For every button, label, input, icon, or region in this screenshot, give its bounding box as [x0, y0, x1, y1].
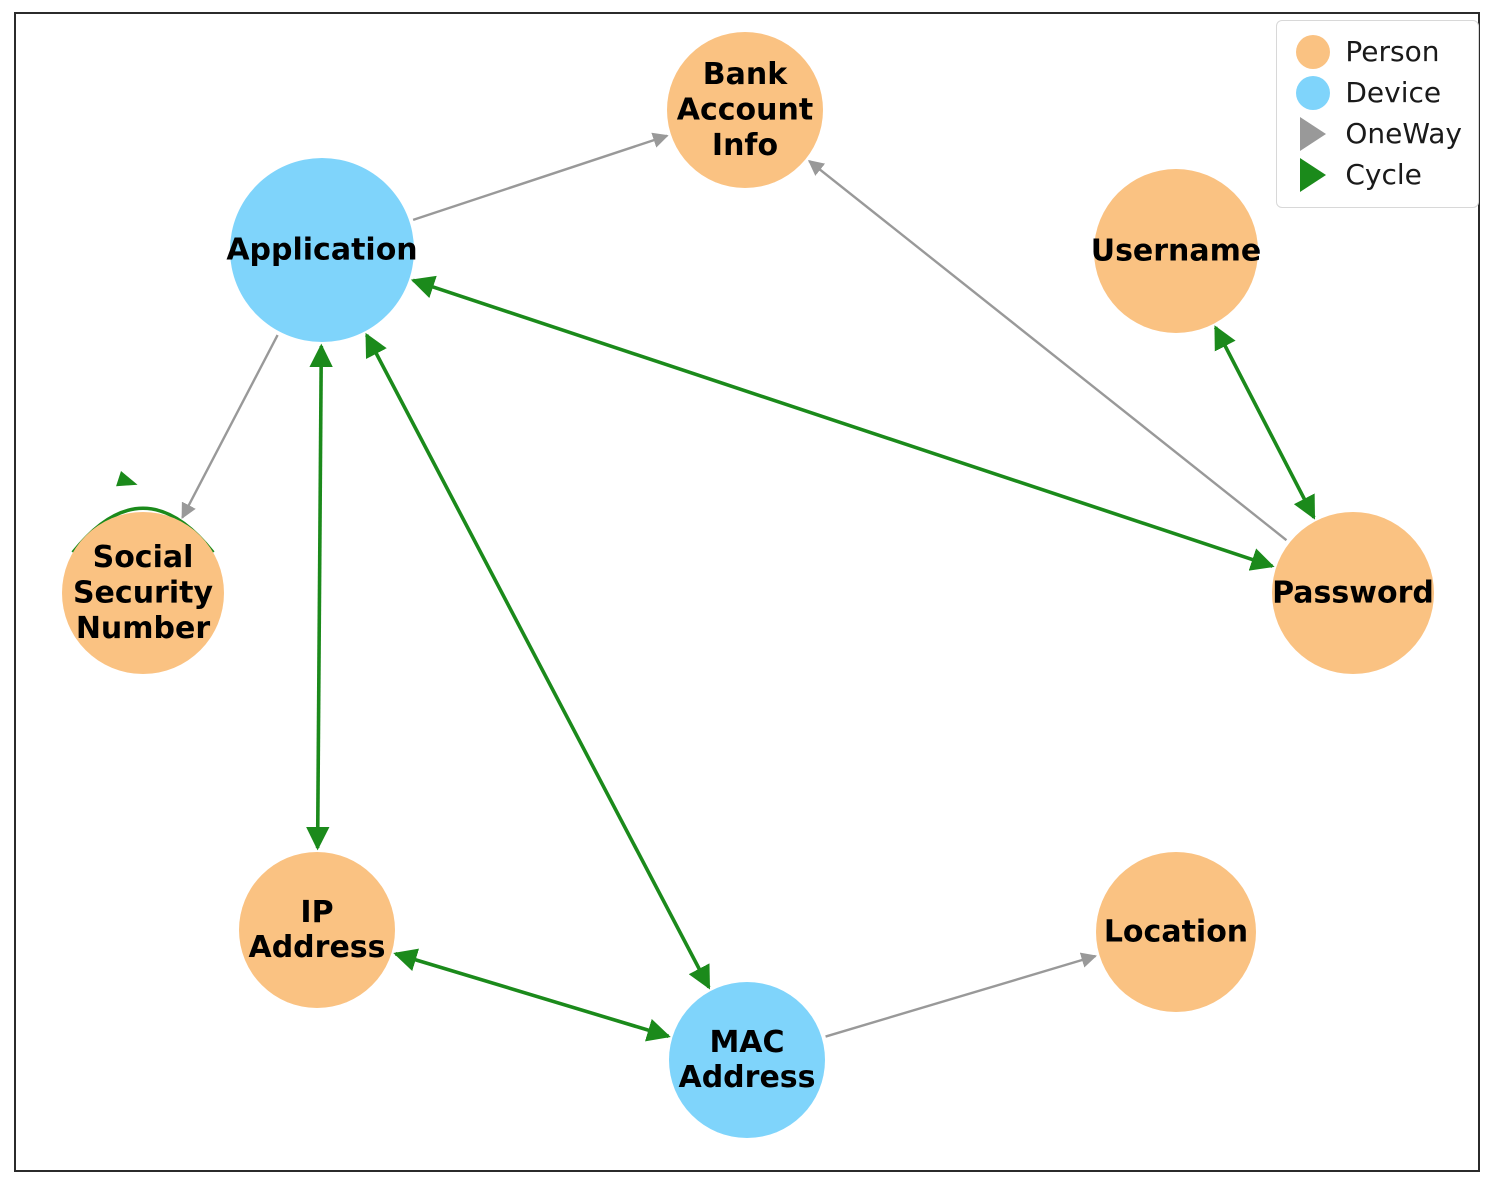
- edge-application-to-ssn: [181, 334, 279, 520]
- legend-oneway-label: OneWay: [1345, 117, 1462, 150]
- node-username[interactable]: Username: [1091, 169, 1262, 333]
- legend-row-device: Device: [1291, 72, 1462, 113]
- legend-oneway-swatch: [1291, 116, 1335, 151]
- node-circle-location[interactable]: [1096, 852, 1256, 1012]
- legend-cycle-triangle-icon: [1300, 157, 1327, 192]
- legend-row-person: Person: [1291, 31, 1462, 72]
- node-password[interactable]: Password: [1272, 512, 1434, 674]
- legend-row-cycle: Cycle: [1291, 154, 1462, 195]
- legend-cycle-label: Cycle: [1345, 158, 1422, 191]
- node-circle-username[interactable]: [1094, 169, 1258, 333]
- node-circle-application[interactable]: [230, 158, 414, 342]
- edge-username-to-password: [1213, 325, 1316, 520]
- legend-cycle-swatch: [1291, 157, 1335, 192]
- legend-device-swatch: [1291, 75, 1335, 110]
- edge-application-to-bank: [412, 132, 669, 221]
- node-location[interactable]: Location: [1096, 852, 1256, 1012]
- legend-row-oneway: OneWay: [1291, 113, 1462, 154]
- node-circle-bank[interactable]: [667, 32, 823, 188]
- nodes-layer: Application BankAccountInfoUsernameSocial…: [62, 32, 1434, 1138]
- edge-ip-to-mac: [393, 948, 671, 1042]
- node-circle-password[interactable]: [1272, 512, 1434, 674]
- node-circle-ip[interactable]: [239, 852, 395, 1008]
- node-circle-ssn[interactable]: [62, 512, 224, 674]
- edge-application-to-mac: [365, 332, 711, 990]
- arrowhead-self-loop-ssn: [116, 470, 138, 487]
- node-application[interactable]: Application: [226, 158, 418, 342]
- legend-person-circle-icon: [1296, 34, 1331, 69]
- legend-device-circle-icon: [1296, 75, 1331, 110]
- legend-device-label: Device: [1345, 76, 1442, 109]
- edge-mac-to-location: [825, 952, 1098, 1038]
- legend-oneway-triangle-icon: [1300, 116, 1327, 151]
- legend-person-swatch: [1291, 34, 1335, 69]
- legend-person-label: Person: [1345, 35, 1440, 68]
- node-circle-mac[interactable]: [669, 982, 825, 1138]
- edge-application-to-password: [410, 275, 1275, 571]
- edge-application-to-ip: [306, 343, 333, 851]
